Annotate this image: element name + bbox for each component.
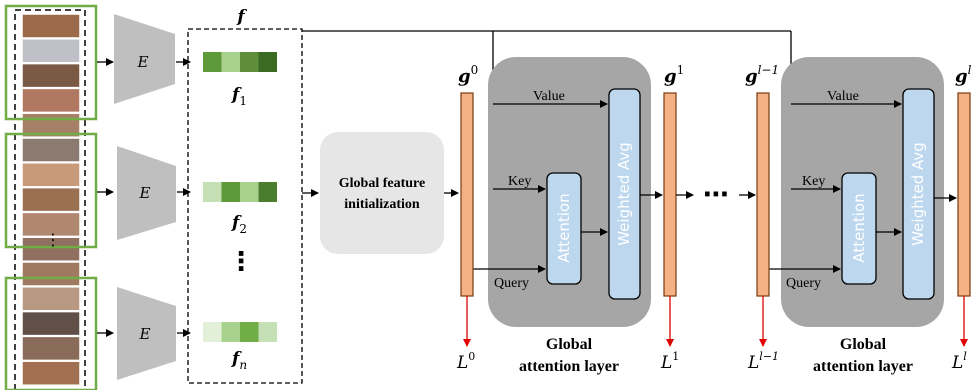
attention-label: Attention: [850, 193, 868, 262]
video-frame-thumbnail: [21, 87, 81, 114]
global-attention-layer-l: Attention Weighted Avg Value Key Query G…: [769, 57, 944, 375]
gl-bar: [957, 92, 971, 297]
feature-set-box: [187, 28, 303, 384]
key-label: Key: [802, 174, 825, 189]
feature-segment: [258, 52, 277, 72]
encoder-3: E: [117, 287, 176, 380]
feature-segment: [221, 182, 240, 202]
video-frame-thumbnail: [21, 211, 81, 238]
key-label: Key: [508, 174, 531, 189]
global-init-label-2: initialization: [344, 197, 420, 212]
loss-1-label: L1: [660, 350, 679, 373]
feature-segment: [258, 182, 277, 202]
feature-1-label: f1: [231, 85, 247, 108]
video-frame-thumbnail: [21, 286, 81, 312]
layer-caption-1: Global: [840, 336, 887, 353]
encoder-2: E: [117, 146, 176, 240]
attention-block-1: [546, 172, 582, 285]
video-frame-thumbnail: [21, 38, 81, 64]
feature-2-label: f2: [231, 213, 247, 236]
weighted-avg-label: Weighted Avg: [615, 142, 633, 246]
attention-block-l: [841, 172, 877, 285]
clip-box-3: [4, 276, 98, 390]
attention-label: Attention: [555, 193, 573, 262]
video-frame-thumbnail: [21, 162, 81, 188]
loss-l-label: Ll: [951, 350, 967, 373]
global-attention-layer-1: Attention Weighted Avg Value Key Query G…: [473, 57, 651, 375]
video-frame-thumbnail: [21, 13, 81, 39]
video-frame-thumbnail: [21, 360, 81, 386]
feature-segment: [221, 322, 240, 342]
layer-caption-2: attention layer: [813, 358, 913, 375]
layer-caption-2: attention layer: [519, 358, 619, 375]
encoder-1: E: [114, 14, 175, 104]
clip-box-1: [4, 4, 98, 121]
feature-n-label: fn: [231, 349, 247, 372]
video-frame-thumbnail: [21, 310, 81, 337]
feature-n: [203, 322, 277, 342]
video-frame-thumbnail: [21, 236, 81, 262]
encoder-label: E: [139, 184, 151, 202]
feature-segment: [240, 182, 259, 202]
video-frame-thumbnail: [21, 186, 81, 213]
feature-dots: ⋮: [228, 247, 254, 277]
weighted-avg-block-l: [902, 88, 935, 300]
feature-segment: [203, 182, 222, 202]
global-init-box: [320, 132, 444, 254]
g1-label: g1: [664, 63, 684, 87]
video-frame-thumbnail: [21, 137, 81, 163]
video-frame-thumbnail: [21, 335, 81, 362]
frames-dots: ⋮: [45, 230, 61, 249]
video-frame-thumbnail: [21, 62, 81, 89]
gl-1-label: gl−1: [745, 63, 779, 87]
encoder-label: E: [139, 325, 151, 343]
loss-0-label: L0: [456, 350, 475, 373]
feature-segment: [203, 52, 222, 72]
gl-1-bar: [756, 92, 770, 297]
g1-bar: [663, 92, 677, 297]
feature-2: [203, 182, 277, 202]
video-frame-thumbnail: [21, 261, 81, 287]
feature-segment: [240, 52, 259, 72]
weighted-avg-block-1: [608, 88, 641, 300]
feature-segment: [240, 322, 259, 342]
query-label: Query: [494, 276, 529, 291]
ellipsis: ⋯: [703, 180, 729, 210]
feature-segment: [203, 322, 222, 342]
g0-label: g0: [458, 63, 478, 87]
feature-set-title: f: [236, 7, 247, 27]
frames-dashed-border: [14, 9, 86, 390]
gl-label: gl: [955, 63, 972, 87]
encoder-label: E: [137, 53, 149, 71]
value-label: Value: [827, 89, 859, 104]
weighted-avg-label: Weighted Avg: [909, 142, 927, 246]
feature-1: [203, 52, 277, 72]
feature-segment: [258, 322, 277, 342]
loss-l-1-label: Ll−1: [747, 350, 779, 373]
g0-bar: [460, 92, 474, 297]
clip-box-2: [4, 132, 98, 249]
video-frames: [21, 13, 81, 386]
global-init-label-1: Global feature: [339, 176, 425, 191]
query-label: Query: [786, 276, 821, 291]
value-label: Value: [533, 89, 565, 104]
layer-caption-1: Global: [546, 336, 593, 353]
feature-segment: [221, 52, 240, 72]
